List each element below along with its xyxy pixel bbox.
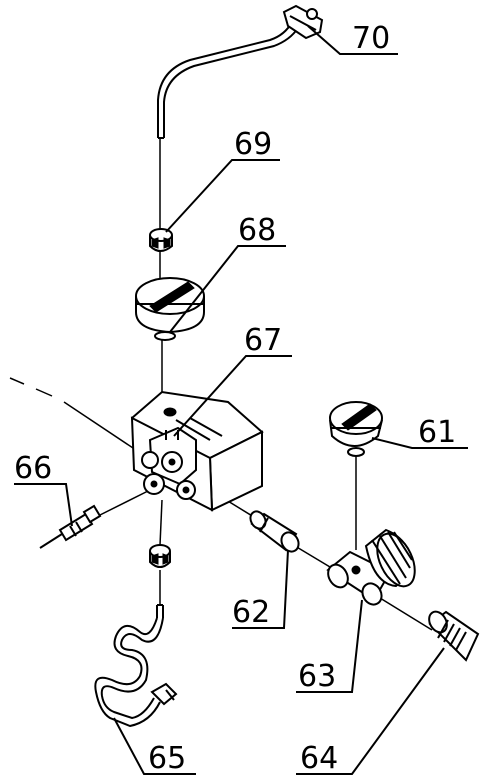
callout-labels: 70 69 68 67 66 61 62 63 64 65 — [14, 21, 456, 776]
part-61-knob — [329, 401, 383, 457]
part-68-cap — [135, 277, 205, 341]
callout-66: 66 — [14, 451, 52, 486]
callout-61: 61 — [418, 415, 456, 450]
part-62-coupling — [249, 510, 300, 553]
part-65-cable — [94, 544, 178, 728]
callout-63: 63 — [298, 659, 336, 694]
callout-67: 67 — [244, 323, 282, 358]
part-70-cable — [157, 4, 324, 139]
part-69-nut — [149, 228, 173, 252]
callout-69: 69 — [234, 127, 272, 162]
part-66-pin — [39, 504, 102, 549]
callout-68: 68 — [238, 213, 276, 248]
callout-70: 70 — [352, 21, 390, 56]
part-64-fitting — [428, 610, 480, 662]
leader-lines — [14, 25, 468, 775]
part-67-block — [130, 390, 264, 512]
callout-65: 65 — [148, 741, 186, 776]
callout-64: 64 — [300, 741, 338, 776]
part-63-valve — [326, 528, 416, 606]
callout-62: 62 — [232, 595, 270, 630]
